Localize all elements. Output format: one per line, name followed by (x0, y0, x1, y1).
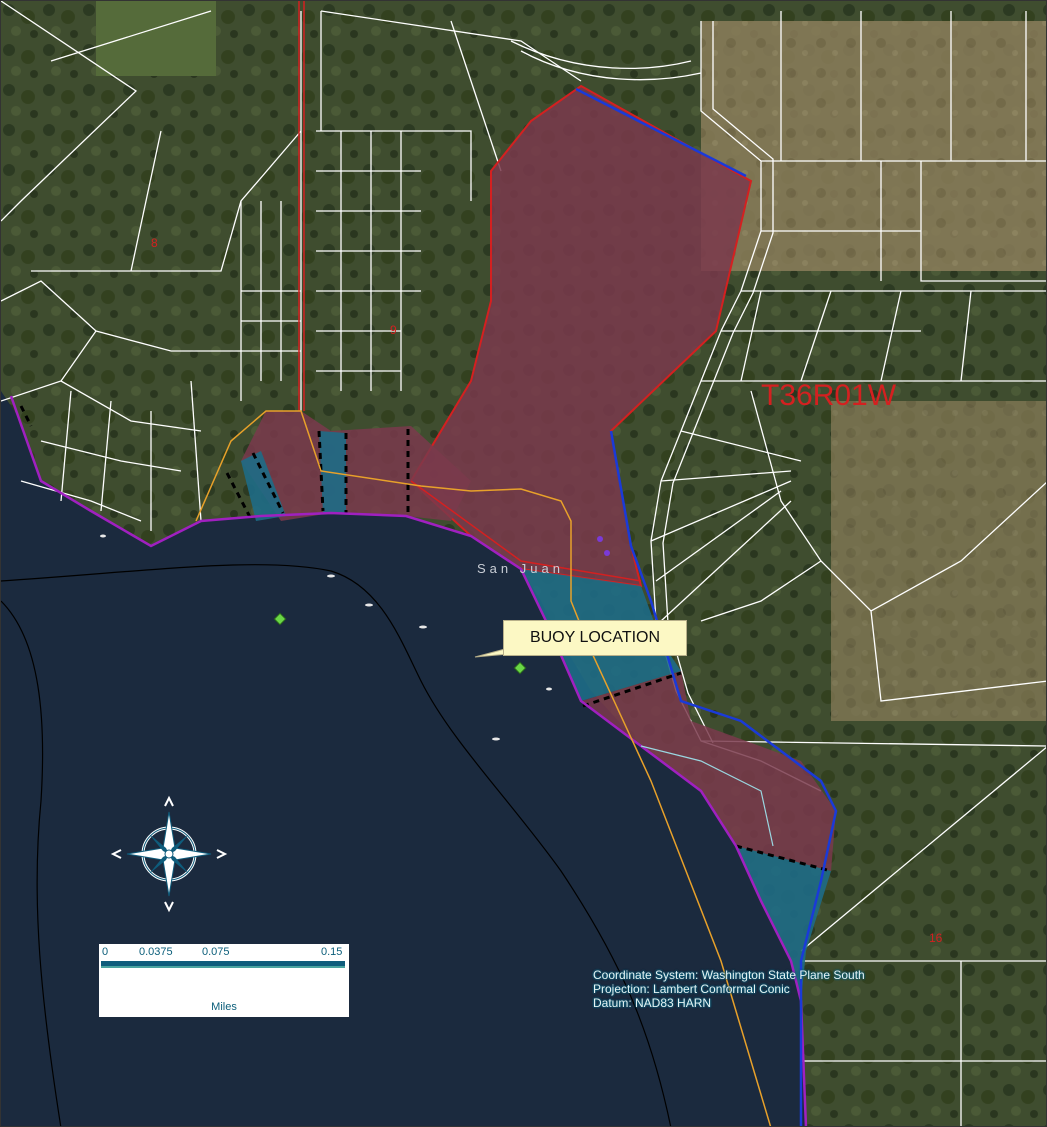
boats (100, 534, 552, 741)
zone-dividers (19, 405, 832, 873)
datum-text: Datum: NAD83 HARN (593, 996, 712, 1010)
maroon-zone-west (241, 411, 471, 521)
compass-rose-icon (110, 795, 228, 913)
projection-text: Projection: Lambert Conformal Conic (593, 982, 790, 996)
red-zone-line (410, 480, 642, 582)
scale-tick-label: 0 (102, 946, 109, 958)
coordinate-info: Coordinate System: Washington State Plan… (593, 968, 865, 1010)
blue-shoreline (575, 87, 838, 1126)
light-blue-line (640, 745, 774, 847)
scale-tick-label: 0.15 (321, 946, 343, 958)
field-e (831, 401, 1046, 721)
teal-zone-1 (241, 451, 286, 521)
scale-rule-inner (101, 966, 345, 968)
field-ne (701, 21, 1046, 271)
section-label: 8 (151, 236, 158, 250)
red-road-line (298, 1, 305, 411)
township-label: T36R01W (761, 379, 897, 412)
maroon-zone-south (581, 671, 836, 871)
marker-dot (597, 536, 603, 542)
section-label: 16 (929, 931, 943, 945)
purple-shoreline (9, 395, 808, 1126)
depth-contour-west (1, 600, 62, 1126)
scale-tick-label: 0.075 (202, 946, 230, 958)
teal-zone-4 (736, 846, 831, 1001)
coordinate-system-text: Coordinate System: Washington State Plan… (593, 968, 865, 982)
marker-dot (604, 550, 610, 556)
buoy-marker-icon[interactable] (273, 612, 287, 626)
scale-units-label: Miles (211, 1001, 237, 1013)
field-nw (96, 1, 216, 76)
buoy-marker-icon[interactable] (513, 661, 527, 675)
scale-tick-label: 0.0375 (139, 946, 173, 958)
section-label: 9 (390, 323, 397, 337)
buoy-location-callout: BUOY LOCATION (503, 620, 687, 656)
place-label: San Juan (477, 561, 564, 576)
depth-contour (1, 564, 672, 1126)
scale-bar: 0 0.0375 0.075 0.15 Miles (99, 944, 349, 1017)
orange-line (195, 410, 772, 1126)
scale-rule (101, 961, 345, 966)
